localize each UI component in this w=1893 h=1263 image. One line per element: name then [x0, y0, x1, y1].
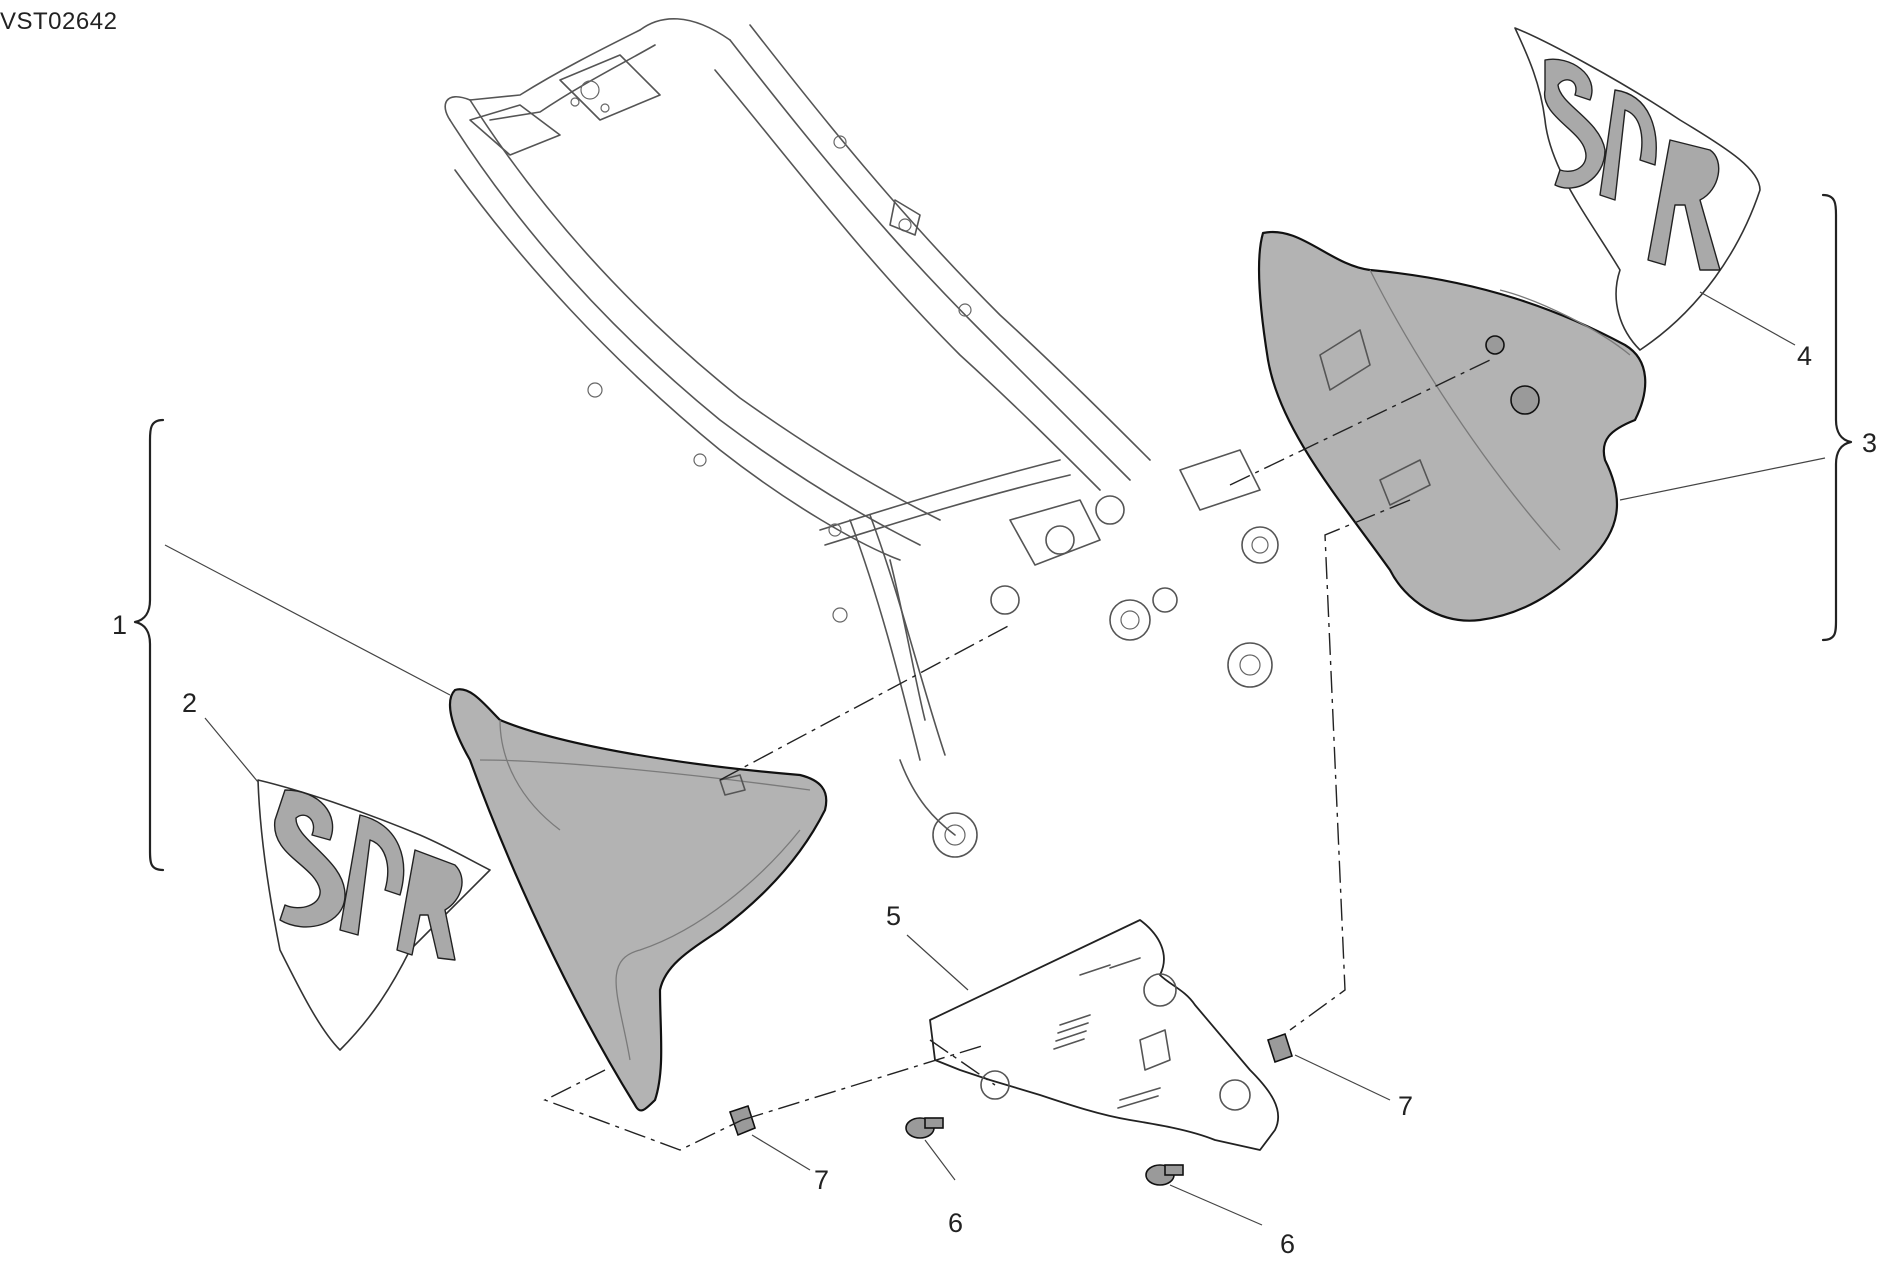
right-decal — [1514, 27, 1761, 351]
guard-plate — [929, 919, 1280, 1151]
clip-right — [1267, 1032, 1293, 1064]
rear-subframe — [444, 17, 1279, 858]
callout-7-left: 7 — [814, 1165, 829, 1195]
callout-1: 1 — [112, 610, 127, 640]
callout-3: 3 — [1862, 428, 1877, 458]
callout-7-right: 7 — [1398, 1091, 1413, 1121]
left-side-panel — [448, 688, 828, 1112]
diagram-code: VST02642 — [0, 8, 118, 35]
brace-group-3 — [1821, 193, 1853, 642]
callout-6-left: 6 — [948, 1208, 963, 1238]
leader-lines — [164, 291, 1826, 1226]
assembly-axes — [543, 359, 1491, 1151]
screw-right — [1145, 1164, 1184, 1186]
brace-group-1 — [133, 418, 165, 872]
callout-5: 5 — [886, 901, 901, 931]
right-side-panel — [1257, 230, 1647, 622]
callout-4: 4 — [1797, 341, 1812, 371]
callout-6-right: 6 — [1280, 1229, 1295, 1259]
screw-left — [905, 1117, 944, 1139]
left-decal — [257, 779, 491, 1051]
callout-2: 2 — [182, 688, 197, 718]
